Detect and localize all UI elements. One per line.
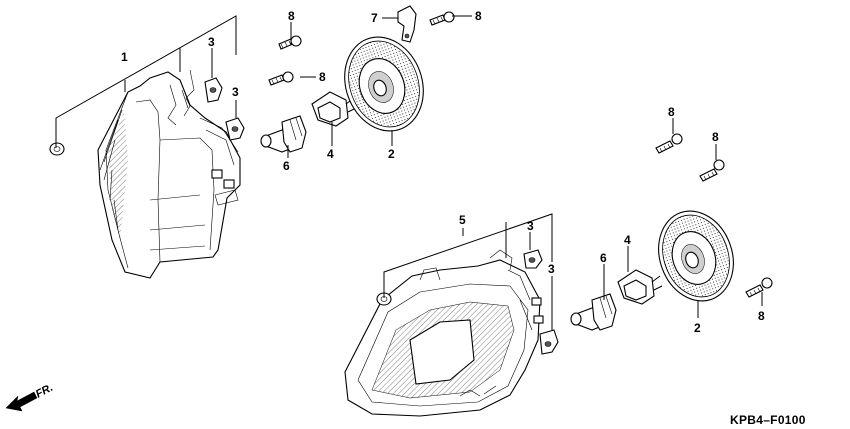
callout-1: 1 <box>121 50 128 64</box>
socket-upper <box>311 91 357 127</box>
callout-7: 7 <box>371 11 378 25</box>
clip-upper-b <box>225 117 245 141</box>
socket-lower <box>617 269 663 305</box>
headlight-unit-lower <box>344 249 544 417</box>
screw-upper-a <box>278 35 302 50</box>
screw-lower <box>745 277 773 306</box>
callout-8-right-b: 8 <box>712 130 719 144</box>
callout-6-upper: 6 <box>283 159 290 173</box>
callout-4-upper: 4 <box>327 147 334 161</box>
callout-3-upper-b: 3 <box>232 85 239 99</box>
grommet-upper <box>49 142 65 156</box>
upper-assembly <box>49 5 472 279</box>
callout-4-lower: 4 <box>624 233 631 247</box>
callout-8-lower: 8 <box>758 309 765 323</box>
front-label: FR. <box>34 382 55 401</box>
callout-3-upper-a: 3 <box>208 35 215 49</box>
lower-assembly <box>344 210 773 417</box>
leaders-upper <box>55 15 472 158</box>
callout-labels: 1 3 3 6 4 2 7 8 8 8 8 8 5 3 3 6 4 2 8 <box>121 9 765 335</box>
callout-8-upper-a: 8 <box>288 9 295 23</box>
screw-upper-b <box>268 71 294 86</box>
screw-upper-c <box>429 11 455 26</box>
callout-3-lower-b: 3 <box>548 262 555 276</box>
leaders-lower <box>383 213 699 330</box>
bulb-lower <box>570 293 617 331</box>
bulb-upper <box>260 115 307 153</box>
dust-cover-lower <box>658 210 734 302</box>
dust-cover-upper <box>344 36 424 132</box>
headlight-unit-upper <box>97 69 241 279</box>
screw-right-a <box>655 118 683 154</box>
bracket-upper <box>397 5 417 43</box>
front-arrow-icon <box>5 391 38 412</box>
callout-3-lower-a: 3 <box>527 219 534 233</box>
front-direction-marker: FR. <box>5 382 55 412</box>
callout-8-upper-b: 8 <box>319 70 326 84</box>
callout-8-upper-c: 8 <box>475 9 482 23</box>
clip-lower-b <box>539 329 559 355</box>
screw-right-b <box>699 144 725 182</box>
callout-6-lower: 6 <box>600 251 607 265</box>
diagram-code: KPB4–F0100 <box>730 413 806 427</box>
clip-upper-a <box>204 77 223 103</box>
callout-5: 5 <box>459 213 466 227</box>
callout-2-upper: 2 <box>388 147 395 161</box>
clip-lower-a <box>523 249 543 269</box>
callout-8-right-a: 8 <box>668 105 675 119</box>
callout-2-lower: 2 <box>694 321 701 335</box>
